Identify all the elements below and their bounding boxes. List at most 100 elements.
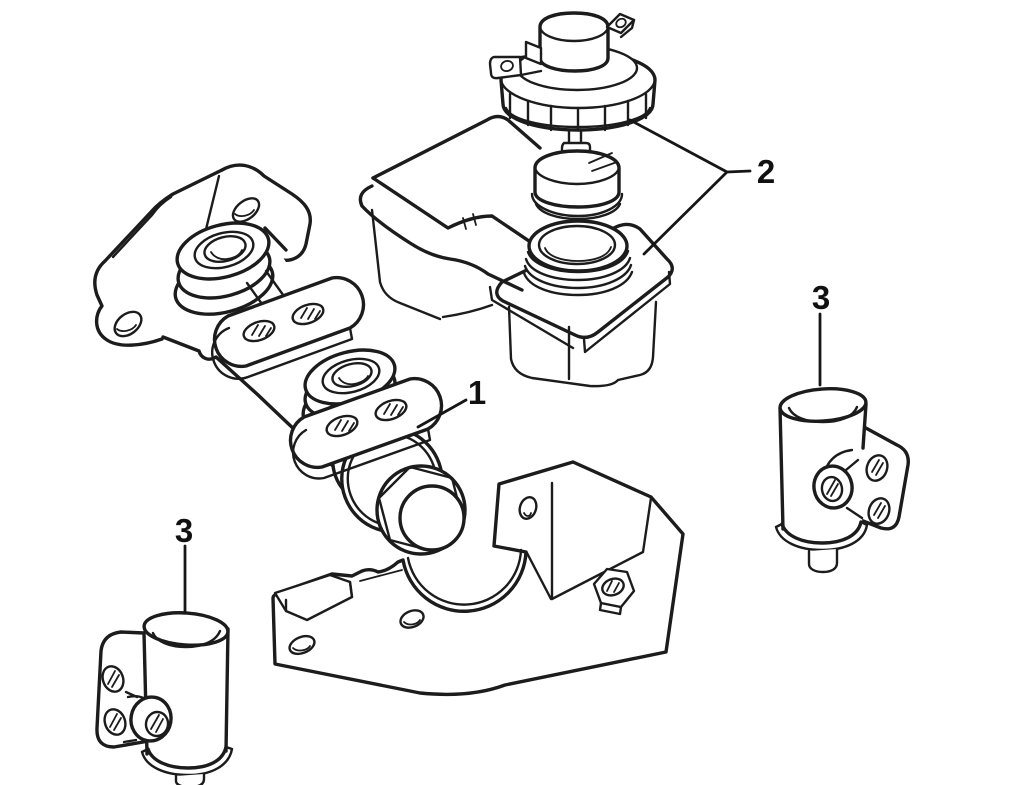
neck-thread (522, 270, 634, 297)
bridge-underside (441, 303, 494, 319)
bracket-plate-hole-lip (292, 645, 311, 652)
wc-bl-inlet-hole (144, 710, 170, 738)
callouts: 1 2 3 3 (175, 118, 830, 614)
wc-bl-flange-hole-threads (109, 713, 122, 731)
float-assembly (530, 125, 624, 221)
master-cylinder (93, 163, 467, 556)
wheel-cylinder-upper-right (774, 387, 910, 574)
reservoir-port-boss-rear (173, 221, 275, 316)
bracket-nut (592, 567, 636, 616)
flange-outline-top (220, 163, 312, 262)
right-chamber-rim (495, 222, 674, 340)
float-disc-shine (588, 152, 618, 172)
wc-bl-bottom (146, 745, 228, 770)
wc-tr-opening-inner (787, 405, 859, 424)
callout-3-upper-number: 3 (812, 279, 830, 316)
wc-tr-inlet-hole (820, 475, 844, 503)
wc-tr-bleed-nipple (807, 547, 839, 574)
callout-2-leaders (628, 118, 752, 256)
boss-rear-ring (193, 230, 255, 270)
bracket-outline (271, 460, 685, 697)
callout-3-upper: 3 (812, 279, 830, 387)
outlet-pad-rear (211, 275, 366, 380)
left-chamber-rim-lip (358, 184, 524, 292)
terminal-left-hole (500, 60, 514, 72)
fluid-reservoir (358, 114, 674, 388)
bracket-tab-edge (284, 580, 354, 613)
reservoir-right-chamber (488, 222, 674, 388)
filler-neck (522, 219, 634, 297)
bracket-top-edge-line (359, 569, 403, 582)
wc-tr-boss-links (844, 458, 864, 520)
cap-ribs (508, 92, 648, 132)
end-cap-face (398, 484, 466, 552)
bracket-wall-fold (525, 481, 653, 601)
wc-bl-flange-hole-threads (107, 670, 120, 688)
float-disc-front-rim (533, 166, 621, 186)
wc-bl-bleed-nipple (174, 772, 206, 785)
outlet-hole-threads (383, 403, 404, 416)
reservoir-cap-assembly (488, 11, 657, 221)
wc-tr-flange-hole (867, 497, 891, 525)
filler-neck-opening (537, 224, 617, 266)
mounting-bracket (271, 460, 685, 697)
flange-outline-left (93, 168, 224, 347)
flange-ear-hole-top-lip (234, 209, 255, 217)
wheel-cylinder-lower-left (95, 611, 234, 785)
callout-3-lower-number: 3 (175, 512, 193, 549)
level-sensor-top-rim (538, 25, 610, 43)
wc-tr-flange-hole-threads (873, 502, 886, 519)
end-rings-and-hex-plug (331, 417, 467, 556)
nut-hole-threads (606, 580, 620, 593)
terminal-right-edge (619, 18, 636, 39)
wc-tr-flange-hole-threads (871, 459, 884, 476)
callout-3-lower: 3 (175, 512, 193, 614)
flange-inner-contour (111, 195, 173, 259)
left-chamber-body (370, 208, 442, 321)
neck-thread (523, 263, 633, 290)
wc-bl-inlet-threads (150, 714, 164, 733)
neck-thread (526, 249, 630, 274)
flange-ear-hole-bottom-lip (116, 324, 137, 332)
callout-2-number: 2 (757, 153, 775, 190)
wc-bl-top-opening (142, 611, 230, 647)
pad-front-thickness (291, 427, 432, 480)
wc-bl-boss-links (122, 690, 139, 744)
callout-1-number: 1 (468, 374, 486, 411)
float-disc-band-lower (534, 202, 622, 221)
outlet-hole-threads (251, 324, 272, 337)
wc-tr-body-walls (778, 402, 868, 531)
terminal-left-block (524, 40, 543, 66)
right-chamber-rim-thickness (488, 270, 672, 354)
left-chamber-top-edges (371, 114, 542, 180)
filler-cap (488, 11, 657, 132)
callout-1: 1 (416, 374, 486, 429)
left-chamber-surface-ticks (462, 213, 477, 230)
wc-tr-bottom (780, 520, 863, 545)
wc-tr-flange-hole (865, 454, 889, 482)
boss-front-hole-depth (338, 375, 369, 386)
filler-neck-fill (526, 222, 630, 296)
bracket-wall-hole-lip (523, 512, 532, 517)
outlet-pad-front (288, 376, 444, 480)
terminal-right-hole (615, 17, 627, 29)
wc-bl-flange-hole (103, 708, 127, 736)
outlet-hole-threads (334, 419, 355, 432)
float-disc (533, 149, 621, 209)
wc-bl-opening-inner (151, 629, 222, 649)
neck-thread (524, 256, 632, 282)
wc-bl-flange-hole (101, 665, 125, 693)
callout-1-leader (416, 398, 468, 429)
pad-rear-thickness (211, 326, 354, 380)
left-chamber-front-edge (371, 176, 562, 264)
reservoir-left-chamber (358, 114, 562, 321)
cylinder-body-upper-edge (263, 226, 288, 252)
outlet-hole-threads (300, 307, 321, 320)
sensor-terminal-left (488, 55, 523, 80)
filler-neck-depth (544, 246, 612, 262)
bracket-notch-inner (406, 548, 523, 606)
bracket-plate-hole-lip (403, 619, 421, 626)
wc-tr-bottom-rim (774, 520, 869, 552)
right-chamber-body (507, 300, 658, 388)
